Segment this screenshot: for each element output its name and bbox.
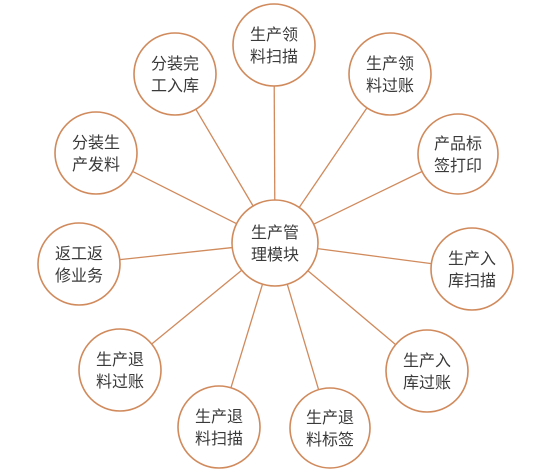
node-rework-repair-label-line-2: 修业务: [55, 266, 103, 285]
edge-product-label-print: [313, 170, 423, 225]
center-node-circle: [231, 199, 319, 287]
node-subpack-issue-label-line-2: 产发料: [72, 155, 120, 174]
node-production-inbound-scan-label-line-1: 生产入: [448, 249, 496, 268]
edge-production-pick-scan: [273, 85, 276, 201]
node-production-inbound-scan-label-line-2: 库扫描: [448, 271, 496, 290]
edge-subpack-issue: [132, 170, 237, 225]
node-rework-repair-circle: [37, 222, 121, 306]
node-production-return-scan-label-line-2: 料扫描: [195, 429, 243, 448]
node-product-label-print-label-line-2: 签打印: [434, 156, 482, 175]
edges: [119, 85, 432, 390]
node-production-return-label-label-line-1: 生产退: [306, 408, 354, 427]
node-production-pick-post-circle: [348, 32, 432, 116]
node-subpack-inbound-label-line-1: 分装完: [151, 54, 199, 73]
node-production-return-scan-circle: [177, 385, 261, 469]
center-node-label-line-2: 理模块: [251, 245, 299, 264]
node-production-return-label-circle: [289, 387, 371, 469]
node-production-return-scan-label-line-1: 生产退: [195, 407, 243, 426]
node-production-inbound-post-label-line-2: 库过账: [403, 373, 451, 392]
node-production-inbound-post-label-line-1: 生产入: [403, 351, 451, 370]
node-production-pick-scan-label-line-1: 生产领: [250, 25, 298, 44]
node-rework-repair-label-line-1: 返工返: [55, 244, 103, 263]
edge-production-pick-post: [298, 107, 368, 208]
node-subpack-inbound-circle: [133, 32, 217, 116]
node-production-pick-post-label-line-2: 料过账: [366, 76, 414, 95]
edge-production-return-scan: [230, 283, 264, 388]
edge-production-return-post: [151, 269, 243, 345]
node-product-label-print-label-line-1: 产品标: [434, 134, 482, 153]
edge-rework-repair: [119, 246, 233, 261]
center-node-label-line-1: 生产管: [251, 223, 299, 242]
node-production-inbound-post-circle: [385, 329, 469, 413]
node-production-return-label-label-line-2: 料标签: [306, 430, 354, 449]
node-subpack-inbound-label-line-2: 工入库: [151, 76, 199, 95]
edge-production-inbound-post: [307, 270, 397, 346]
edge-subpack-inbound: [195, 108, 254, 207]
node-production-return-post-label-line-2: 料过账: [96, 372, 144, 391]
node-production-return-post-circle: [78, 328, 162, 412]
node-production-return-post-label-line-1: 生产退: [96, 350, 144, 369]
node-subpack-issue-circle: [54, 111, 138, 195]
edge-production-inbound-scan: [317, 247, 432, 265]
edge-production-return-label: [286, 284, 320, 390]
node-production-pick-scan-circle: [232, 3, 316, 87]
nodes: 生产领料扫描生产领料过账产品标签打印生产入库扫描生产入库过账生产退料标签生产退料…: [37, 3, 514, 469]
node-production-pick-scan-label-line-2: 料扫描: [250, 47, 298, 66]
node-production-pick-post-label-line-1: 生产领: [366, 54, 414, 73]
node-subpack-issue-label-line-1: 分装生: [72, 133, 120, 152]
node-production-inbound-scan-circle: [430, 227, 514, 311]
node-product-label-print-circle: [417, 113, 499, 195]
